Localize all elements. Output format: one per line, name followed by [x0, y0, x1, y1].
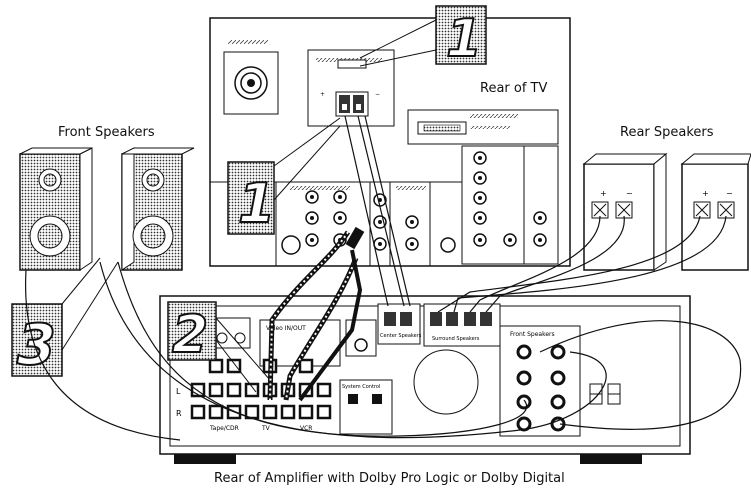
- amp-center-label: Center Speakers: [380, 333, 422, 339]
- step-1-left-marker: 1: [227, 117, 341, 236]
- step-3-number: 3: [17, 313, 56, 378]
- step-1-left-number: 1: [238, 172, 276, 235]
- step-2-marker: 2: [167, 301, 271, 393]
- rear-speaker-right: [681, 163, 749, 271]
- front-speakers: [19, 147, 195, 271]
- svg-text:+: +: [320, 91, 325, 98]
- step-1-top-marker: 1: [359, 5, 487, 70]
- label-amplifier: Rear of Amplifier with Dolby Pro Logic o…: [214, 471, 565, 486]
- step-1-top-number: 1: [446, 9, 482, 69]
- video-cables: [267, 226, 365, 402]
- amp-system-control-label: System Control: [342, 384, 380, 390]
- step-3-marker: 3: [11, 257, 119, 379]
- amp-video-label: Video IN/OUT: [266, 325, 306, 332]
- cables: [25, 115, 742, 441]
- svg-text:−: −: [726, 189, 733, 198]
- svg-text:R: R: [176, 409, 182, 418]
- amp-front-label: Front Speakers: [510, 331, 555, 338]
- amp-vcr-label: VCR: [300, 425, 312, 432]
- amp-surround-label: Surround Speakers: [432, 336, 480, 342]
- amp-tape-label: Tape/CDR: [209, 425, 239, 432]
- label-rear-speakers: Rear Speakers: [620, 125, 714, 140]
- rear-speakers: + − + −: [582, 152, 751, 271]
- amplifier-rear-panel: Video IN/OUT Center Speakers Surround Sp…: [159, 295, 691, 464]
- svg-text:−: −: [626, 189, 633, 198]
- svg-text:−: −: [375, 91, 380, 98]
- label-front-speakers: Front Speakers: [58, 125, 155, 140]
- step-2-number: 2: [172, 305, 208, 365]
- svg-text:L: L: [176, 387, 181, 396]
- svg-text:+: +: [702, 189, 709, 198]
- amp-tv-label: TV: [261, 425, 271, 432]
- label-rear-of-tv: Rear of TV: [480, 81, 547, 96]
- svg-text:+: +: [600, 189, 607, 198]
